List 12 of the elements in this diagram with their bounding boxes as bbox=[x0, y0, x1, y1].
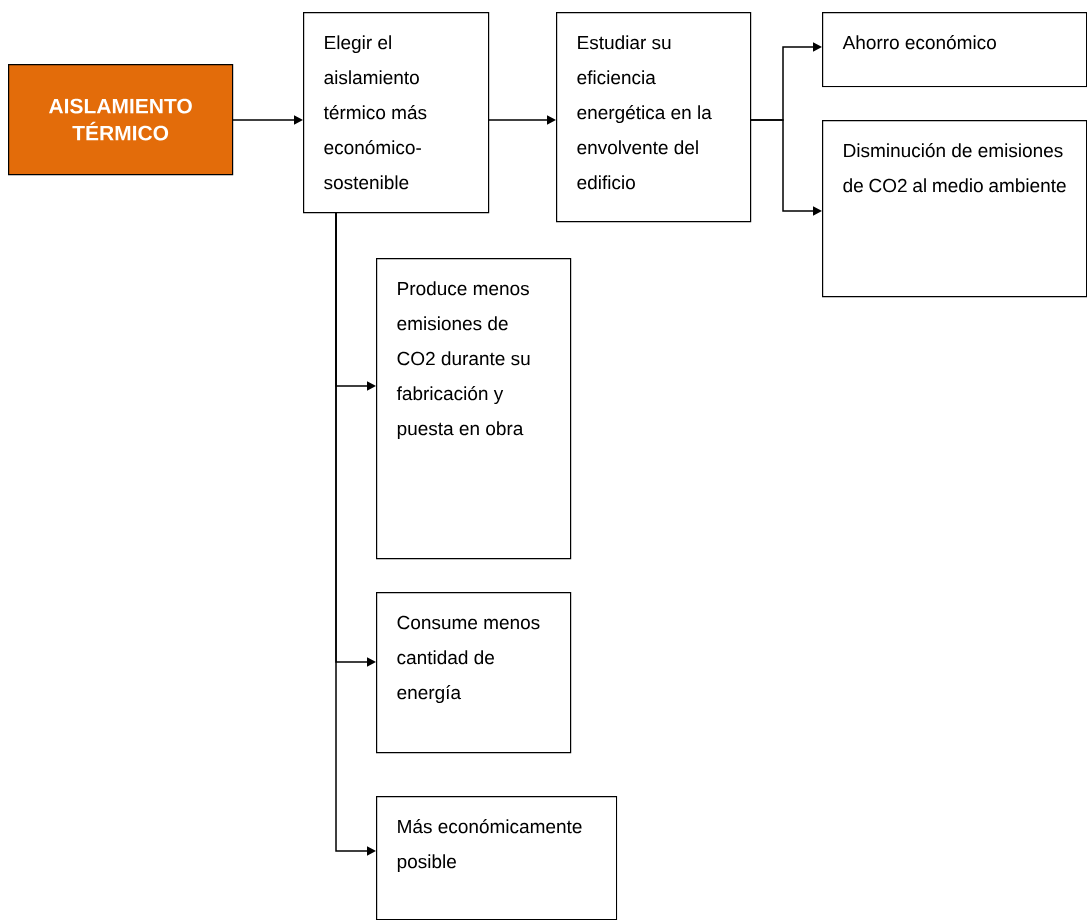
arrow bbox=[335, 211, 376, 856]
process-box: Disminución de emisiones de CO2 al medio ambiente bbox=[822, 120, 1087, 298]
process-box: Elegir el aislamiento térmico más económico-sostenible bbox=[303, 12, 490, 214]
process-box: Consume menos cantidad de energía bbox=[376, 592, 572, 754]
process-box: Estudiar su eficiencia energética en la envolvente del edificio bbox=[556, 12, 752, 223]
arrow bbox=[487, 115, 556, 125]
process-box: Ahorro económico bbox=[822, 12, 1087, 88]
process-box: Más económicamente posible bbox=[376, 796, 618, 920]
process-box: Produce menos emisiones de CO2 durante su fabricación y puesta en obra bbox=[376, 258, 572, 560]
arrow bbox=[749, 119, 822, 216]
arrow bbox=[231, 115, 303, 125]
title-box: AISLAMIENTO TÉRMICO bbox=[8, 64, 234, 176]
